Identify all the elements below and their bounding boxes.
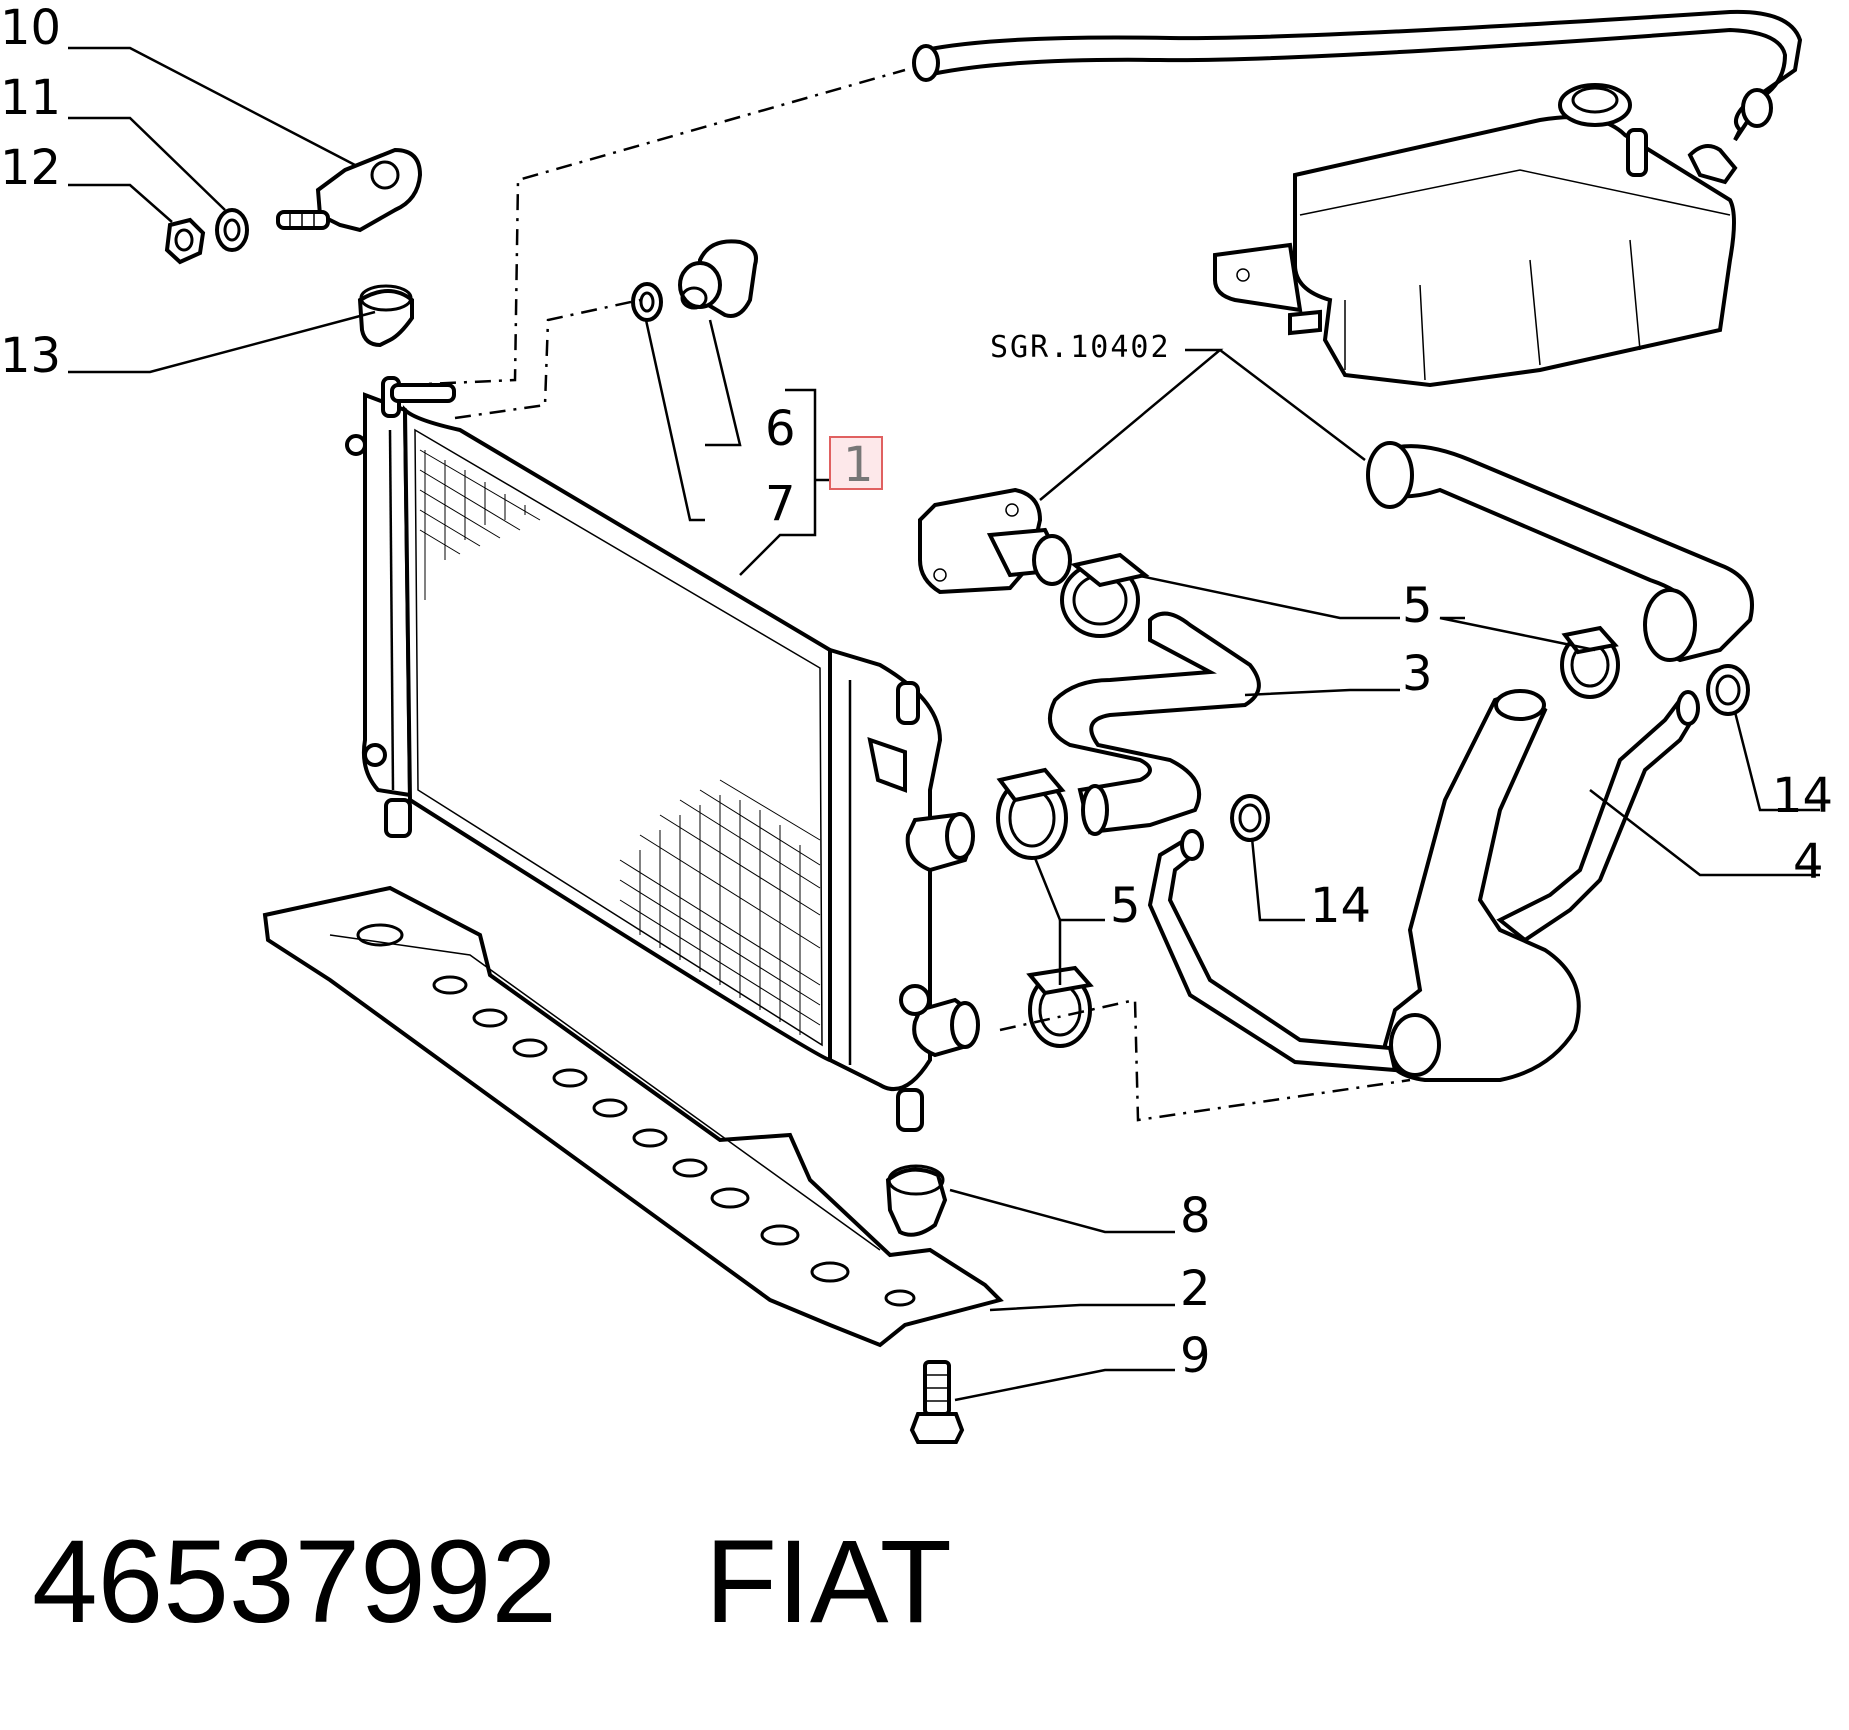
hose-clamp-5-right [1560,625,1620,699]
callout-1: 1 [843,437,874,493]
callout-3: 3 [1402,646,1433,702]
callout-5-top: 5 [1402,578,1433,634]
callout-6: 6 [765,401,796,457]
callout-7: 7 [765,476,796,532]
callout-1-box [830,437,882,489]
seal-washer-part-7 [631,282,663,322]
expansion-tank [1213,83,1738,388]
washer-part-11 [215,208,249,252]
routing-lines [404,68,1411,1122]
callout-9: 9 [1180,1328,1211,1384]
reference-code-label: SGR.10402 [990,330,1171,365]
footer-brand: FIAT [705,1516,952,1648]
highlighted-callout-1[interactable]: 1 [829,436,883,493]
footer-part-number: 46537992 [32,1516,557,1648]
callout-4: 4 [1793,834,1824,890]
small-clamp-14-right [1706,664,1750,716]
hose-clamp-5-top [1060,552,1150,638]
sensor-part-10 [276,147,423,233]
callout-2: 2 [1180,1261,1211,1317]
callout-1-border [829,436,883,490]
upper-radiator-hose [1366,441,1754,663]
overflow-hose [912,9,1803,142]
support-bracket-part-2 [262,885,1004,1348]
callout-14-mid: 14 [1310,878,1371,934]
callout-8: 8 [1180,1188,1211,1244]
hose-part-4 [1147,689,1700,1082]
callout-12: 12 [0,140,61,196]
small-clamp-14-mid [1230,794,1270,842]
callout-14-right: 14 [1772,768,1833,824]
radiator-part-1 [345,376,980,1132]
leader-lines [68,46,1820,1402]
hose-clamp-5-mid [996,767,1068,860]
callout-5-mid: 5 [1110,878,1141,934]
callout-13: 13 [0,328,61,384]
callout-10: 10 [0,0,61,56]
nut-part-12 [164,217,206,265]
callout-11: 11 [0,70,61,126]
bracket-holes [356,923,916,1307]
hose-clamp-5-low [1026,965,1094,1048]
outlet-flange [918,487,1072,595]
core-mesh [419,449,821,1035]
bolt-part-9 [909,1360,965,1444]
drain-plug-part-6 [678,239,758,318]
rubber-mount-part-8 [885,1164,948,1237]
hose-part-3 [1048,611,1261,836]
grommet-part-13 [357,284,414,348]
